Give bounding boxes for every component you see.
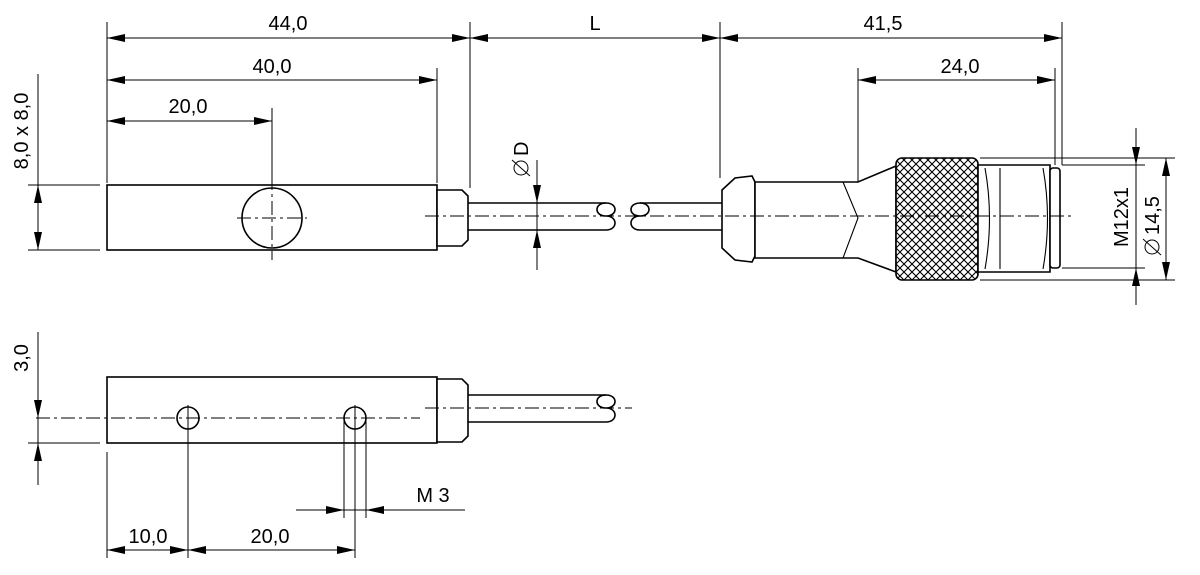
knurled-coupling-nut	[895, 157, 979, 281]
connector-cone	[842, 181, 859, 259]
label-first-hole: 10,0	[129, 526, 168, 548]
thread-lines	[984, 167, 1049, 270]
label-screw-thread: M 3	[416, 485, 449, 507]
dimension-nut-length: 24,0	[857, 56, 1056, 182]
label-cable-diameter: D	[511, 142, 533, 156]
label-cable-length: L	[589, 13, 600, 35]
label-nut-length: 24,0	[941, 56, 980, 78]
label-height: 3,0	[11, 344, 33, 372]
dimension-cross-section: 8,0 x 8,0	[11, 74, 100, 251]
cable-strain-relief-top	[436, 189, 469, 247]
label-nut-diameter: 14,5	[1142, 196, 1164, 235]
dimension-hole-spacing: 20,0	[188, 405, 356, 558]
label-hole-position: 20,0	[169, 96, 208, 118]
dimension-thread: M12x1	[1062, 128, 1145, 305]
sensor-body-side	[106, 376, 438, 444]
dimension-first-hole: 10,0	[106, 405, 189, 558]
dimension-screw-thread: M 3	[296, 418, 465, 518]
top-view: 44,0 40,0 20,0 L	[11, 13, 1175, 305]
dimension-nut-diameter: 14,5	[980, 157, 1175, 281]
dimension-cable-diameter: D	[511, 142, 541, 270]
label-thread: M12x1	[1111, 187, 1133, 247]
label-overall-length: 44,0	[269, 13, 308, 35]
label-hole-spacing: 20,0	[251, 526, 290, 548]
dimension-hole-position: 20,0	[107, 96, 273, 186]
dimension-overall-length: 44,0	[106, 13, 471, 188]
label-cross-section: 8,0 x 8,0	[11, 93, 33, 170]
connector-body	[754, 164, 897, 274]
dimension-height: 3,0	[11, 332, 100, 485]
side-view: 3,0 10,0 20,0 M 3	[11, 332, 632, 558]
label-body-length: 40,0	[253, 56, 292, 78]
cable-segment-right	[640, 202, 722, 231]
cable-side	[468, 394, 606, 423]
label-connector-length: 41,5	[864, 13, 903, 35]
connector-boot	[721, 175, 756, 263]
threaded-plug	[977, 164, 1051, 273]
diameter-symbol	[513, 160, 529, 176]
plug-end-face	[1049, 167, 1061, 269]
dimension-body-length: 40,0	[107, 56, 438, 183]
dimension-cable-length: L	[470, 13, 721, 178]
dimension-connector-length: 41,5	[720, 13, 1063, 165]
cable-strain-relief-side	[436, 378, 469, 443]
